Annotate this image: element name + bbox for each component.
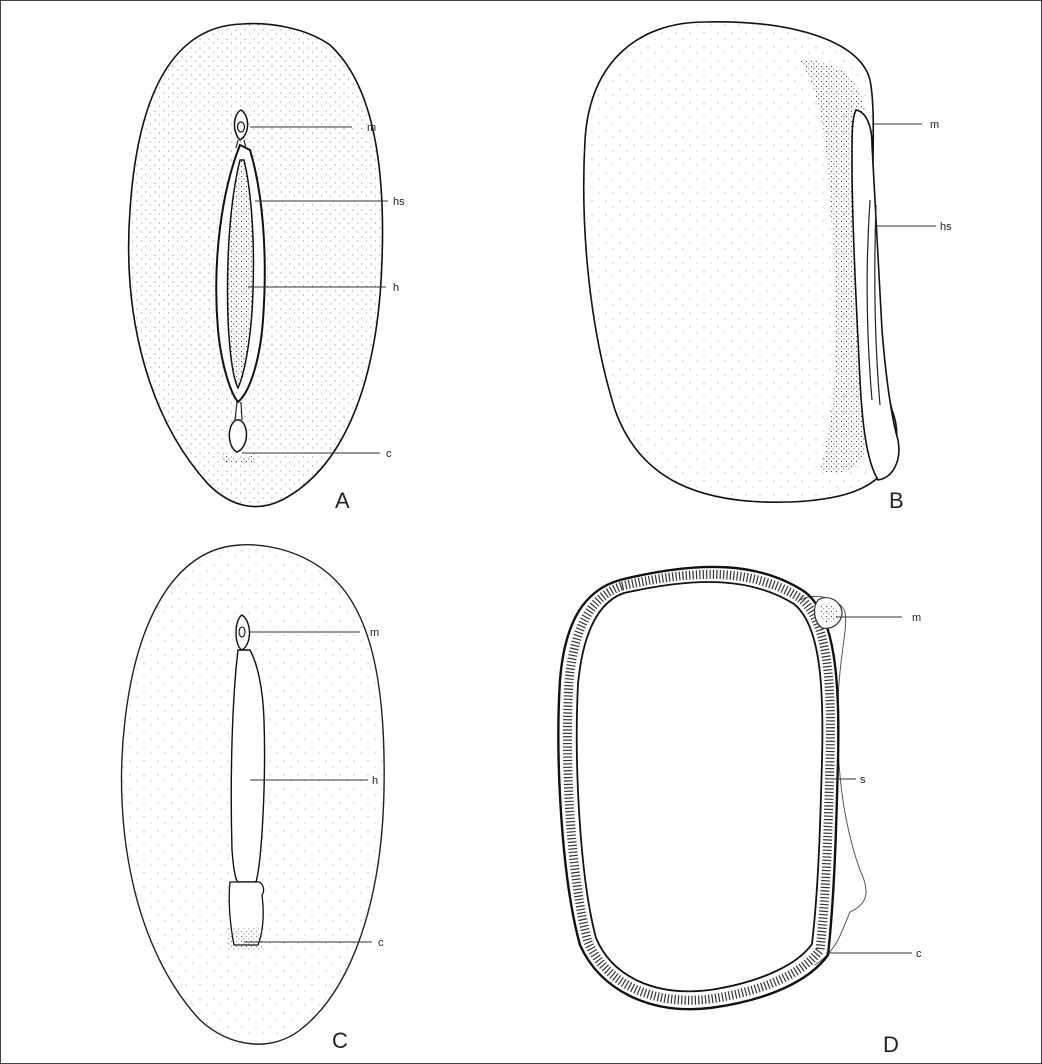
label-m: m	[370, 627, 379, 639]
label-hs: hs	[393, 196, 405, 208]
panel-d-testa-inner	[577, 582, 823, 991]
label-c: c	[378, 937, 384, 949]
label-c: c	[916, 948, 922, 960]
panel-letter-c: C	[332, 1028, 348, 1053]
label-s: s	[860, 774, 866, 786]
label-hs: hs	[940, 221, 952, 233]
panel-letter-d: D	[883, 1032, 899, 1057]
panel-c-hilum	[231, 650, 264, 882]
panel-c-micropyle	[236, 615, 250, 650]
panel-a: m hs h c A	[129, 24, 405, 513]
panel-d: m s c D	[558, 567, 922, 1057]
label-m: m	[930, 119, 939, 131]
label-m: m	[367, 122, 376, 134]
label-h: h	[372, 775, 378, 787]
panel-c: m h c C	[122, 545, 385, 1053]
label-h: h	[393, 282, 399, 294]
label-c: c	[386, 448, 392, 460]
panel-b: m hs B	[584, 22, 952, 513]
panel-letter-b: B	[889, 488, 904, 513]
panel-letter-a: A	[335, 488, 350, 513]
panel-a-chalaza	[229, 420, 246, 452]
label-m: m	[912, 612, 921, 624]
